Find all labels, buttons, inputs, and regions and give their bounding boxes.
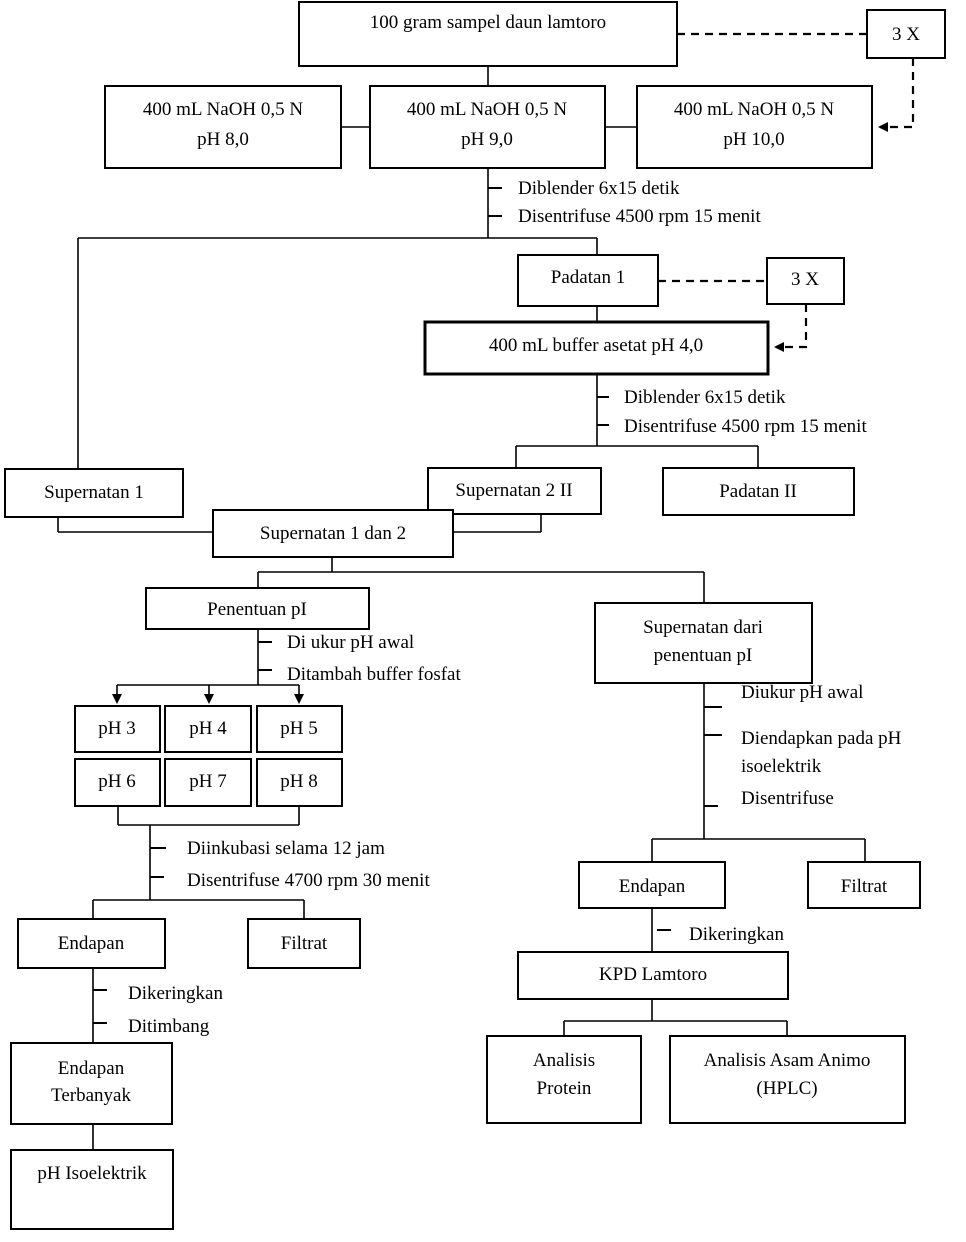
step-weigh: Ditimbang [128,1016,210,1037]
step-precipitate-1: Diendapkan pada pH [741,728,902,749]
naoh-ph8-label-2: pH 8,0 [197,129,249,150]
endapan-right-box [578,861,726,909]
naoh-ph10-label-2: pH 10,0 [723,129,784,150]
supernatan12-box [212,509,454,558]
kpd-lamtoro-box [517,951,789,1000]
sample-box [298,1,678,67]
penentuan-pi-label: Penentuan pI [207,599,307,620]
sample-label: 100 gram sampel daun lamtoro [370,12,606,33]
ph8-label: pH 8 [280,771,317,792]
connectors [57,66,866,1150]
supernatan-dari-label-2: penentuan pI [654,645,753,666]
padatan2-label: Padatan II [719,481,797,502]
boxes [4,1,946,1230]
ph6-label: pH 6 [98,771,135,792]
analisis-protein-label-1: Analisis [533,1050,595,1071]
ph4-box [164,705,252,753]
step-labels: Diblender 6x15 detik Disentrifuse 4500 r… [128,178,902,1037]
naoh-ph9-label-1: 400 mL NaOH 0,5 N [407,99,568,120]
ph5-label: pH 5 [280,718,317,739]
buffer-asetat-label: 400 mL buffer asetat pH 4,0 [489,335,703,356]
ph4-label: pH 4 [189,718,227,739]
step-precipitate-2: isoelektrik [741,756,822,777]
endapan-terbanyak-label-2: Terbanyak [51,1085,131,1106]
buffer-asetat-box [423,320,770,376]
analisis-asam-label-1: Analisis Asam Animo [704,1050,871,1071]
ph7-label: pH 7 [189,771,226,792]
step-centrifuge-2: Disentrifuse 4500 rpm 15 menit [624,416,867,437]
endapan-left-label: Endapan [58,933,125,954]
repeat-mid-label: 3 X [791,269,819,290]
naoh-ph10-label-1: 400 mL NaOH 0,5 N [674,99,835,120]
ph3-label: pH 3 [98,718,135,739]
ph7-box [164,758,252,807]
analisis-asam-box [669,1035,906,1124]
penentuan-pi-box [145,587,370,630]
repeat-top-box [866,9,946,59]
endapan-right-label: Endapan [619,876,686,897]
naoh-ph8-box [104,85,342,169]
filtrat-left-label: Filtrat [281,933,328,954]
step-add-buffer: Ditambah buffer fosfat [287,664,461,685]
filtrat-left-box [247,918,361,969]
supernatan1-label: Supernatan 1 [44,482,144,503]
supernatan1-box [4,468,184,518]
repeat-loops [658,32,915,352]
naoh-ph10-box [636,85,873,169]
padatan2-box [662,467,855,516]
supernatan2-box [427,467,602,515]
ph-isoelektrik-label: pH Isoelektrik [37,1163,147,1184]
step-centrifuge-3: Disentrifuse 4700 rpm 30 menit [187,870,430,891]
kpd-lamtoro-label: KPD Lamtoro [599,964,707,985]
ph3-box [74,705,161,753]
endapan-terbanyak-box [10,1042,173,1125]
step-centrifuge-1: Disentrifuse 4500 rpm 15 menit [518,206,761,227]
naoh-ph9-box [369,85,606,169]
step-blend-1: Diblender 6x15 detik [518,178,680,199]
step-centrifuge-right: Disentrifuse [741,788,834,809]
ph5-box [256,705,343,753]
endapan-terbanyak-label-1: Endapan [58,1058,125,1079]
endapan-left-box [17,918,166,969]
ph-isoelektrik-box [10,1149,174,1230]
step-dry-right: Dikeringkan [689,924,784,945]
supernatan-dari-box [594,602,813,684]
step-dry-left: Dikeringkan [128,983,223,1004]
step-measure-ph: Di ukur pH awal [287,632,414,653]
naoh-ph8-label-1: 400 mL NaOH 0,5 N [143,99,304,120]
supernatan12-label: Supernatan 1 dan 2 [260,523,406,544]
step-measure-ph-right: Diukur pH awal [741,682,863,703]
step-blend-2: Diblender 6x15 detik [624,387,786,408]
step-incubate: Diinkubasi selama 12 jam [187,838,385,859]
analisis-protein-box [486,1035,642,1124]
analisis-protein-label-2: Protein [537,1078,592,1099]
ph6-box [74,758,161,807]
naoh-ph9-label-2: pH 9,0 [461,129,513,150]
supernatan-dari-label-1: Supernatan dari [643,617,763,638]
filtrat-right-label: Filtrat [841,876,888,897]
ph8-box [256,758,343,807]
repeat-top-label: 3 X [892,24,920,45]
box-labels: 100 gram sampel daun lamtoro 3 X 400 mL … [37,12,920,1184]
padatan1-box [517,254,659,307]
supernatan2-label: Supernatan 2 II [455,480,572,501]
analisis-asam-label-2: (HPLC) [756,1078,817,1099]
padatan1-label: Padatan 1 [551,267,625,288]
filtrat-right-box [807,861,921,909]
repeat-mid-box [766,257,845,305]
